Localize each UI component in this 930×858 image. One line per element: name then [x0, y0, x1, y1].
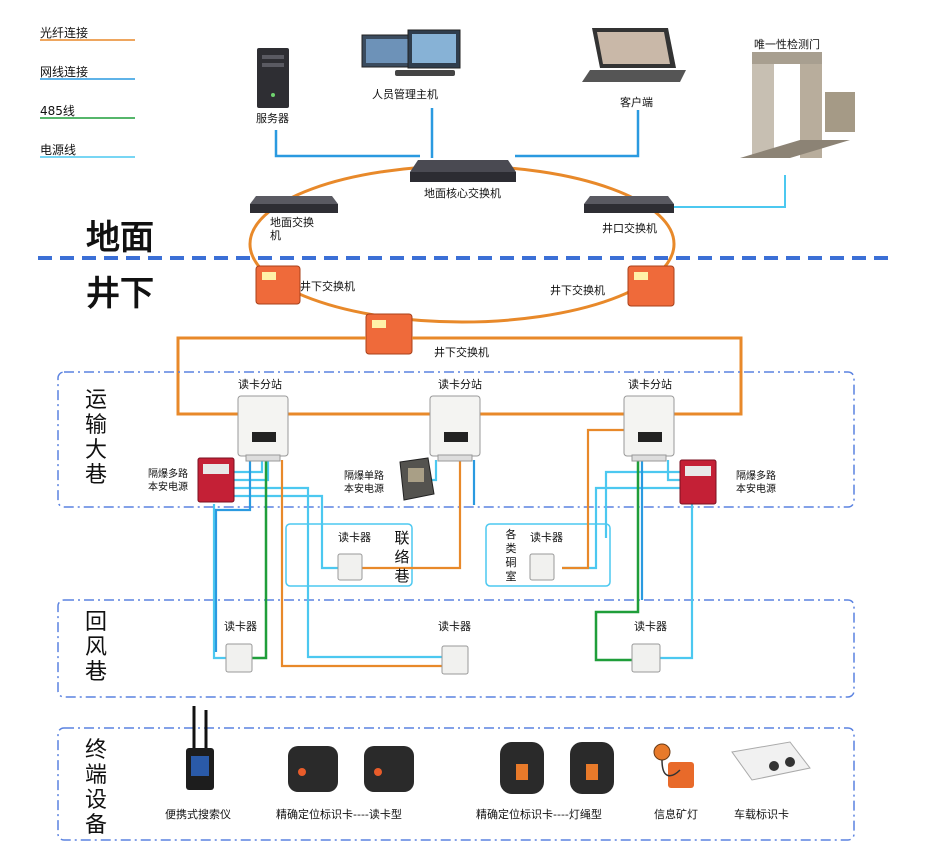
return-reader-2-icon — [441, 645, 469, 675]
contact-reader-icon — [337, 553, 363, 581]
legend-network-label: 网线连接 — [40, 65, 89, 79]
cap-lamp-card-icon — [500, 742, 614, 794]
legend-power-label: 电源线 — [40, 143, 77, 157]
transport-zone-box — [57, 371, 855, 508]
substation-2-icon — [429, 395, 481, 462]
legend-485-label: 485线 — [40, 104, 75, 118]
return-air-zone-box — [57, 599, 855, 698]
substation-3-icon — [623, 395, 675, 462]
underground-switch-right-icon — [627, 265, 675, 307]
chambers-zone-box — [485, 523, 611, 587]
return-reader-3-icon — [631, 643, 661, 673]
client-laptop-icon — [582, 28, 686, 82]
core-switch-label: 地面核心交换机 — [424, 187, 501, 200]
terminal-item-mine-lamp: 信息矿灯 — [654, 808, 698, 821]
chamber-reader-label: 读卡器 — [530, 531, 563, 544]
terminal-item-searcher: 便携式搜索仪 — [165, 808, 231, 821]
underground-switch-right-label: 井下交换机 — [550, 284, 605, 297]
vehicle-card-icon — [731, 741, 811, 781]
zone-boxes — [57, 371, 855, 841]
return-reader-2-label: 读卡器 — [438, 620, 471, 633]
contact-zone-box — [285, 523, 413, 587]
power-left-label: 隔爆多路 本安电源 — [148, 469, 188, 493]
substation-1-label: 读卡分站 — [238, 378, 282, 391]
sub-zone-boxes — [285, 523, 611, 587]
substation-1-icon — [237, 395, 289, 462]
legend-fiber-label: 光纤连接 — [40, 26, 89, 40]
client-label: 客户端 — [620, 96, 653, 109]
power-supply-left-icon — [197, 457, 235, 503]
unique-gate-icon — [740, 52, 855, 158]
server-icon — [257, 48, 289, 108]
shaft-switch-icon — [584, 196, 674, 213]
network-wiring — [214, 460, 644, 652]
substation-3-label: 读卡分站 — [628, 378, 672, 391]
terminal-item-cap-lamp-type: 精确定位标识卡----灯绳型 — [476, 808, 602, 821]
transport-zone-label: 运输大巷 — [84, 388, 107, 488]
power-supply-right-icon — [679, 459, 717, 505]
power-right-label: 隔爆多路 本安电源 — [736, 471, 776, 495]
info-mine-lamp-icon — [653, 743, 694, 788]
portable-searcher-icon — [186, 706, 214, 790]
underground-switch-left-icon — [255, 265, 301, 305]
surface-zone-label: 地面 — [86, 218, 154, 258]
terminal-item-vehicle-card: 车载标识卡 — [734, 808, 789, 821]
return-reader-3-label: 读卡器 — [634, 620, 667, 633]
underground-zone-label: 井下 — [86, 274, 154, 314]
power-mid-label: 隔爆单路 本安电源 — [344, 471, 384, 495]
shaft-switch-label: 井口交换机 — [602, 222, 657, 235]
terminal-zone-label: 终端设备 — [84, 738, 107, 838]
contact-reader-label: 读卡器 — [338, 531, 371, 544]
return-air-zone-label: 回风巷 — [84, 610, 107, 685]
ground-switch-label: 地面交换 机 — [270, 216, 314, 242]
return-reader-1-label: 读卡器 — [224, 620, 257, 633]
terminal-item-card-reader-type: 精确定位标识卡----读卡型 — [276, 808, 402, 821]
unique-gate-label: 唯一性检测门 — [754, 38, 820, 51]
power-supply-mid-icon — [399, 457, 435, 501]
chambers-zone-label: 各类硐室 — [505, 528, 517, 583]
server-label: 服务器 — [256, 112, 289, 125]
terminal-zone-box — [57, 727, 855, 841]
underground-switch-bottom-label: 井下交换机 — [434, 346, 489, 359]
legend-lines — [40, 39, 135, 158]
gate-link — [650, 175, 786, 208]
chamber-reader-icon — [529, 553, 555, 581]
personnel-host-label: 人员管理主机 — [372, 88, 438, 101]
core-switch-icon — [410, 160, 516, 182]
underground-switch-left-label: 井下交换机 — [300, 280, 355, 293]
contact-zone-label: 联络巷 — [394, 529, 410, 585]
substation-2-label: 读卡分站 — [438, 378, 482, 391]
surface-network-lines — [274, 108, 640, 158]
underground-switch-bottom-icon — [365, 313, 413, 355]
card-reader-type-icon — [288, 746, 414, 792]
client-link — [515, 110, 640, 158]
ground-switch-icon — [250, 196, 338, 213]
personnel-host-icon — [361, 29, 461, 76]
server-link — [274, 130, 420, 158]
return-reader-1-icon — [225, 643, 253, 673]
fiber-wiring — [280, 428, 628, 668]
